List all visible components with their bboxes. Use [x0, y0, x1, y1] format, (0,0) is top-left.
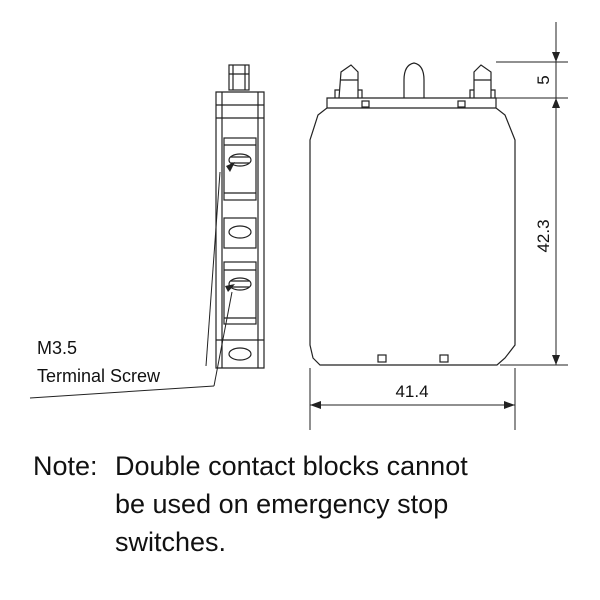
arrowheads: [225, 52, 560, 409]
bottom-clip-right: [439, 354, 449, 363]
note-block: Note: Double contact blocks cannot be us…: [33, 447, 573, 561]
right-clip: [457, 100, 466, 108]
plunger: [403, 62, 425, 98]
side-body-outline: [215, 91, 265, 369]
lower-terminal-block: [223, 261, 257, 325]
side-top-cap: [228, 64, 250, 91]
dimension-lines: [29, 22, 568, 430]
dimension-body-height: 42.3: [534, 219, 553, 252]
note-line-1: Double contact blocks cannot: [115, 451, 468, 481]
upper-terminal-screw: [228, 153, 252, 167]
dimension-top-height: 5: [534, 75, 553, 84]
front-body-outline: [309, 97, 516, 366]
front-view: [309, 62, 516, 366]
side-view: [215, 64, 265, 369]
lower-terminal-screw: [228, 277, 252, 291]
note-line-3: switches.: [115, 527, 227, 557]
screw-size-label: M3.5: [37, 338, 77, 358]
dimension-width: 41.4: [395, 382, 428, 401]
middle-terminal-screw: [228, 225, 252, 239]
middle-terminal-block: [223, 217, 257, 249]
terminal-screw-label: Terminal Screw: [37, 366, 161, 386]
left-clip: [361, 100, 370, 108]
upper-terminal-block: [223, 137, 257, 201]
note-line-2: be used on emergency stop: [115, 489, 449, 519]
note-prefix: Note:: [33, 451, 98, 481]
bottom-clip-left: [377, 354, 387, 363]
bottom-terminal-screw: [228, 347, 252, 361]
right-terminal-post: [473, 64, 492, 98]
left-terminal-post: [338, 64, 359, 99]
